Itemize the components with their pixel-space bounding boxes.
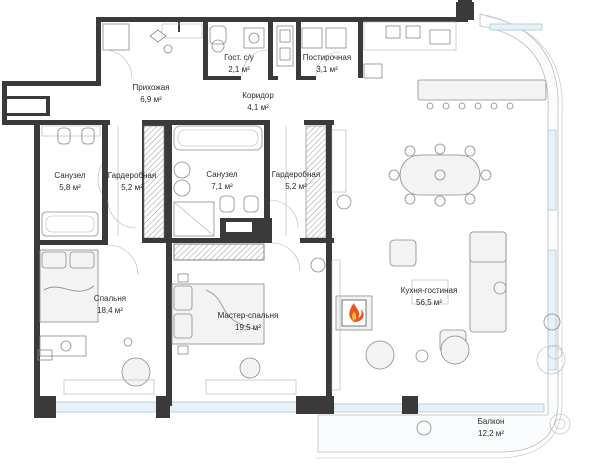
sink-icon [173, 161, 191, 179]
plant-icon [416, 420, 432, 436]
room-name: Гардеробная [108, 171, 156, 180]
room-name: Спальня [94, 294, 126, 303]
window-glass [547, 129, 557, 211]
laundry-fixtures [276, 25, 347, 77]
bathroom-1-fixtures [41, 125, 103, 237]
bedroom-furniture [37, 244, 155, 395]
room-area: 19,5 м² [235, 323, 261, 332]
toilet-icon [57, 127, 71, 145]
sink-icon [429, 29, 451, 45]
room-area: 18,4 м² [97, 306, 123, 315]
room-name: Прихожая [132, 83, 169, 92]
sink-icon [243, 27, 265, 49]
room-area: 3,1 м² [316, 65, 338, 74]
wardrobe-icon [107, 126, 299, 236]
plant-icon [310, 257, 326, 273]
master-bedroom-furniture [171, 242, 301, 395]
window-glass [547, 249, 557, 371]
room-name: Кухня-гостиная [401, 286, 458, 295]
toilet-icon [209, 25, 227, 45]
room-area: 7,1 м² [211, 182, 233, 191]
room-area: 5,2 м² [121, 183, 143, 192]
room-area: 4,1 м² [247, 103, 269, 112]
room-area: 2,1 м² [228, 65, 250, 74]
room-name: Коридор [242, 91, 274, 100]
fireplace-icon [335, 295, 373, 331]
room-name: Санузел [54, 171, 85, 180]
window-glass [49, 401, 311, 413]
plant-icon [163, 44, 173, 54]
sofa-icon [365, 231, 566, 375]
balcony-area [49, 13, 563, 459]
room-name: Мастер-спальня [218, 311, 279, 320]
plant-icon [543, 313, 561, 331]
room-area: 56,5 м² [416, 298, 442, 307]
bed-icon [39, 249, 99, 323]
room-labels: Прихожая 6,9 м² Гост. с/у 2,1 м² Постиро… [54, 53, 504, 438]
shower-icon [173, 201, 215, 237]
plant-icon [336, 194, 352, 210]
room-name: Гост. с/у [224, 53, 254, 62]
guest-wc-fixtures [209, 25, 269, 77]
walls [2, 0, 474, 418]
toilet-icon [219, 195, 235, 213]
kitchen-counters [363, 21, 547, 110]
bathtub-icon [41, 211, 99, 237]
dining-table-icon [388, 143, 492, 207]
room-name: Балкон [478, 417, 505, 426]
room-area: 5,2 м² [285, 182, 307, 191]
room-name: Гардеробная [272, 170, 320, 179]
plant-icon [493, 281, 507, 295]
room-area: 6,9 м² [140, 95, 162, 104]
room-area: 5,8 м² [59, 183, 81, 192]
room-area: 12,2 м² [478, 429, 504, 438]
bathtub-icon [173, 125, 263, 151]
window-glass [417, 403, 545, 413]
window-glass [489, 23, 543, 31]
room-name: Постирочная [303, 53, 351, 62]
window-glass [333, 403, 405, 413]
room-name: Санузел [206, 170, 237, 179]
bathroom-2-fixtures [173, 125, 263, 237]
decor-plants [310, 129, 571, 436]
entrance-furniture [102, 23, 203, 79]
